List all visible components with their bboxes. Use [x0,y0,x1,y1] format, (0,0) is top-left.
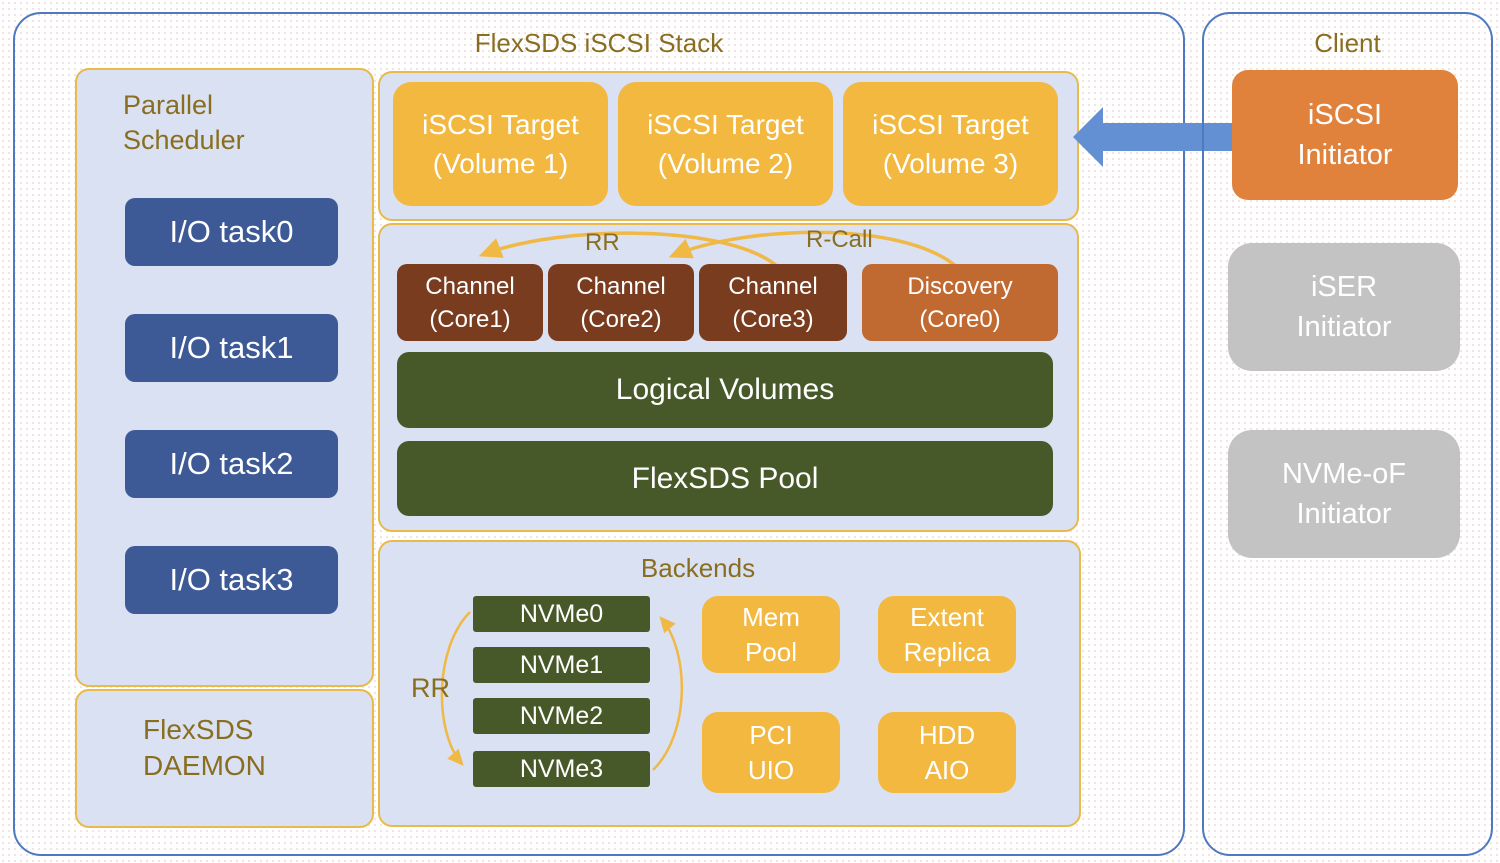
flexsds-pool-bar: FlexSDS Pool [397,441,1053,516]
io-task1-box: I/O task1 [125,314,338,382]
initiator-to-target-arrow [1073,107,1240,167]
channel-core1-box: Channel(Core1) [397,264,543,341]
nvme0-box: NVMe0 [473,596,650,632]
io-task3-box: I/O task3 [125,546,338,614]
iscsi-target-volume3-box: iSCSI Target(Volume 3) [843,82,1058,206]
nvme2-box: NVMe2 [473,698,650,734]
backends-rr-label: RR [411,673,450,703]
rr-arc [478,231,781,270]
channel-core3-box: Channel(Core3) [699,264,847,341]
client-panel-title: Client [1314,28,1381,58]
stack-panel-title: FlexSDS iSCSI Stack [474,28,724,58]
logical-volumes-bar: Logical Volumes [397,352,1053,428]
nvme-arc-right [652,616,683,771]
rr-arc-label: RR [585,229,620,256]
iscsi-target-volume2-box: iSCSI Target(Volume 2) [618,82,833,206]
nvme-rr-arrows [440,611,683,771]
backends-title: Backends [640,553,756,583]
channel-arrows [478,230,964,274]
nvme3-box: NVMe3 [473,751,650,787]
io-task0-box: I/O task0 [125,198,338,266]
rcall-arc-label: R-Call [806,226,873,253]
left-arrow-icon [1073,107,1240,167]
client-panel: Client [1202,12,1493,856]
flexsds-stack-panel: FlexSDS iSCSI Stack [13,12,1185,856]
iscsi-target-volume1-box: iSCSI Target(Volume 1) [393,82,608,206]
channel-core2-box: Channel(Core2) [548,264,694,341]
nvme1-box: NVMe1 [473,647,650,683]
discovery-core0-box: Discovery(Core0) [862,264,1058,341]
io-task2-box: I/O task2 [125,430,338,498]
flexsds-daemon-label: FlexSDS DAEMON [143,714,266,781]
parallel-scheduler-label: Parallel Scheduler [123,90,245,155]
nvme-arc-left [440,611,471,766]
rcall-arc [668,230,964,274]
flexsds-daemon-container [75,689,374,828]
